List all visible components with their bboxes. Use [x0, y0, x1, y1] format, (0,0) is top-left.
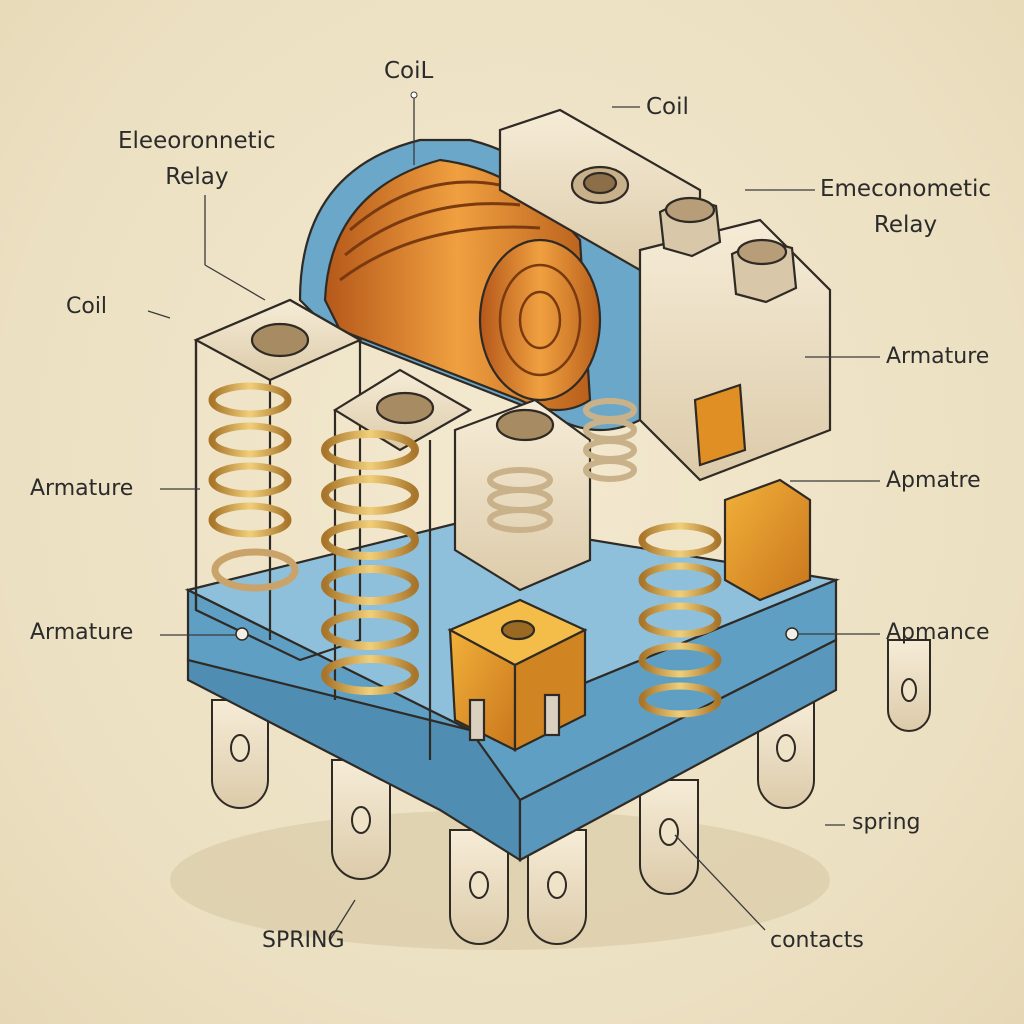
label-armature-right-1: Armature — [886, 344, 990, 369]
label-electromagnetic-relay-left: Eleeoronnetic Relay — [118, 128, 276, 191]
label-electromagnetic-right-line2: Relay — [873, 211, 938, 238]
label-electromagnetic-relay-right: Emeconometic Relay — [820, 176, 991, 239]
middle-spring — [321, 430, 419, 695]
base-screw-right — [785, 627, 799, 641]
label-armature-left-1: Armature — [30, 476, 134, 501]
label-armature-left-2: Armature — [30, 620, 134, 645]
label-coil-top: CoiL — [384, 58, 434, 84]
right-orange-block — [693, 383, 812, 602]
main-coil — [298, 138, 642, 432]
left-spring — [208, 382, 299, 592]
label-apmance-right: Apmance — [886, 620, 990, 645]
top-bracket — [498, 108, 832, 482]
label-spring-bottom: SPRING — [262, 928, 345, 953]
label-electromagnetic-right-line1: Emeconometic — [820, 176, 992, 202]
label-coil-top-right: Coil — [646, 94, 689, 120]
label-apmatre-right: Apmatre — [886, 468, 981, 493]
label-electromagnetic-left-line1: Eleeoronnetic — [118, 128, 276, 154]
front-orange-block — [447, 598, 588, 752]
label-electromagnetic-left-line2: Relay — [165, 163, 229, 190]
pin-holes — [230, 678, 917, 899]
right-spring — [638, 522, 722, 718]
label-spring-right: spring — [852, 810, 921, 835]
center-contact-block — [453, 398, 637, 592]
base-screw-left — [235, 627, 249, 641]
label-coil-left: Coil — [66, 294, 108, 319]
leader-lines — [147, 91, 880, 941]
label-contacts: contacts — [770, 928, 864, 953]
